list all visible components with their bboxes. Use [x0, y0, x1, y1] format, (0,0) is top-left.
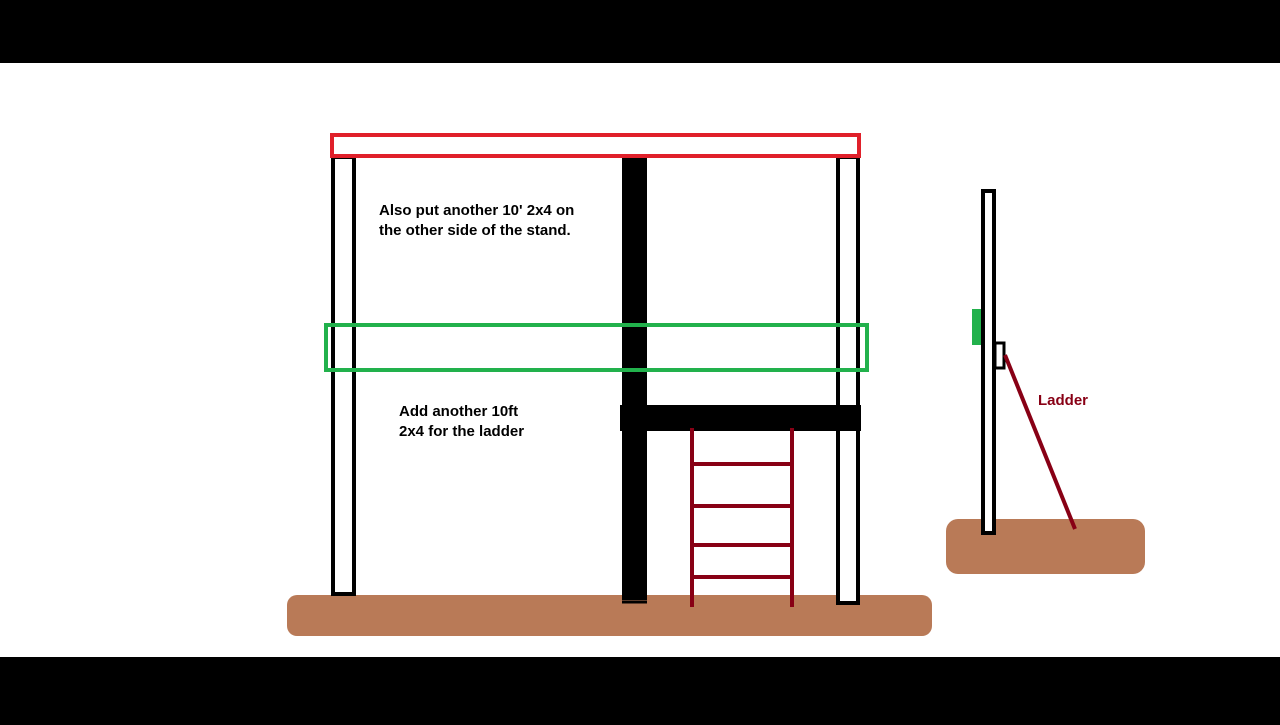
letterbox-top	[0, 0, 1280, 63]
middle-rail	[324, 323, 869, 372]
side-platform-beam	[993, 341, 1006, 370]
side-ladder-label: Ladder	[1038, 392, 1088, 409]
front-ground	[287, 595, 932, 636]
top-note-line1: Also put another 10' 2x4 on	[379, 202, 574, 219]
top-rail	[330, 133, 861, 158]
left-post	[331, 155, 356, 596]
side-middle-rail	[972, 309, 981, 345]
side-ladder	[1003, 354, 1077, 530]
letterbox-bottom	[0, 657, 1280, 720]
ladder-note-line1: Add another 10ft	[399, 403, 518, 420]
platform-beam	[620, 405, 861, 431]
front-ladder	[690, 428, 794, 607]
side-ground	[946, 519, 1145, 574]
top-note-line2: the other side of the stand.	[379, 222, 571, 239]
center-post	[622, 157, 647, 600]
side-post	[981, 189, 996, 535]
ladder-note-line2: 2x4 for the ladder	[399, 423, 524, 440]
right-post	[836, 155, 860, 605]
